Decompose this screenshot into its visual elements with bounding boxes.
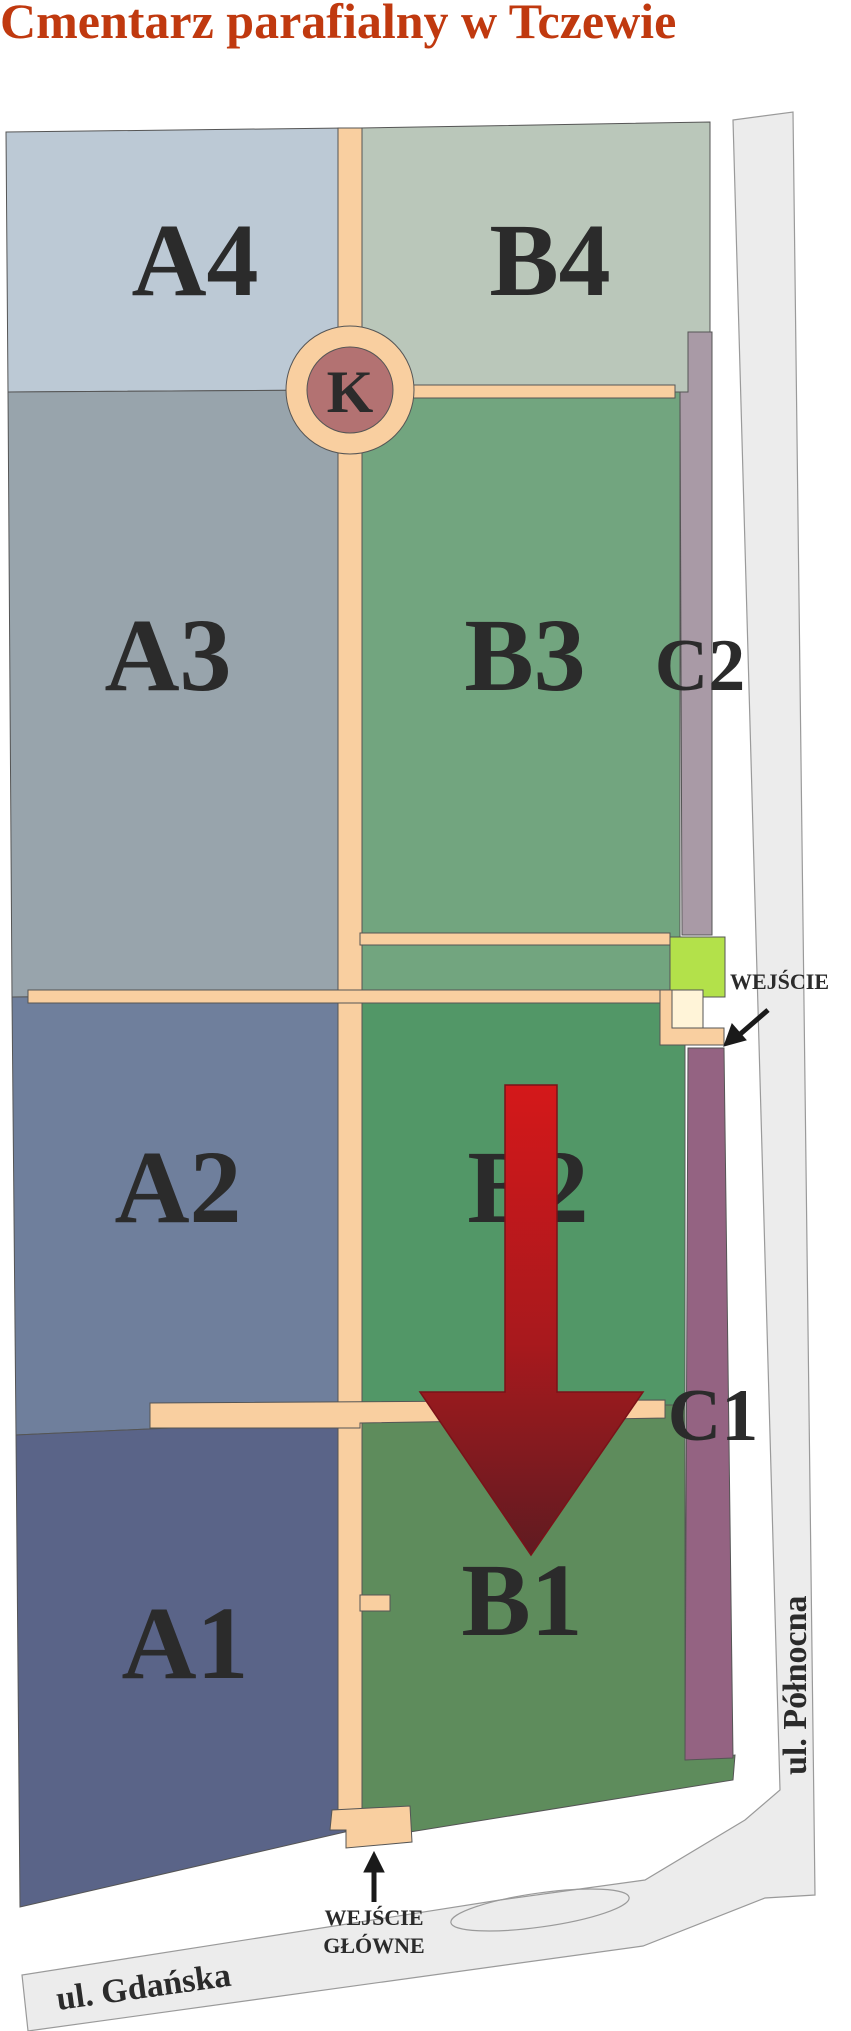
roundabout-island — [450, 1888, 630, 1932]
alley-a3-b3 — [27, 989, 669, 1004]
entrance-side-label: WEJŚCIE — [730, 969, 829, 994]
section-label-a3: A3 — [104, 598, 231, 713]
section-label-a2: A2 — [114, 1130, 241, 1245]
section-c2 — [679, 331, 713, 936]
section-label-c2: C2 — [655, 625, 745, 707]
section-label-a4: A4 — [131, 203, 258, 318]
street-label-polnocna: ul. Północna — [777, 1596, 814, 1775]
entrance-main-label-line2: GŁÓWNE — [323, 1933, 424, 1958]
entrance-square-inner — [671, 989, 704, 1029]
section-label-b4: B4 — [489, 203, 610, 318]
section-label-b1: B1 — [461, 1543, 582, 1658]
arrow-pointer-icon — [363, 1850, 385, 1902]
alley-side-entrance — [659, 989, 725, 1046]
entrance-alley — [329, 1805, 413, 1849]
page-title: Cmentarz parafialny w Tczewie — [0, 0, 676, 49]
arrow-down-icon — [418, 1084, 645, 1557]
street-polnocna — [21, 111, 816, 2031]
section-label-c1: C1 — [668, 1375, 758, 1457]
alley-b1-stub — [359, 1594, 391, 1612]
section-label-b3: B3 — [464, 598, 585, 713]
section-c1 — [684, 1047, 734, 1761]
entrance-main-label-line1: WEJŚCIE — [324, 1905, 423, 1930]
section-label-a1: A1 — [121, 1586, 248, 1701]
chapel-label: K — [327, 359, 374, 425]
arrow-pointer-icon — [723, 1008, 770, 1047]
alley-b3-1 — [359, 932, 671, 946]
chapel — [306, 346, 394, 434]
entrance-square — [669, 936, 726, 998]
